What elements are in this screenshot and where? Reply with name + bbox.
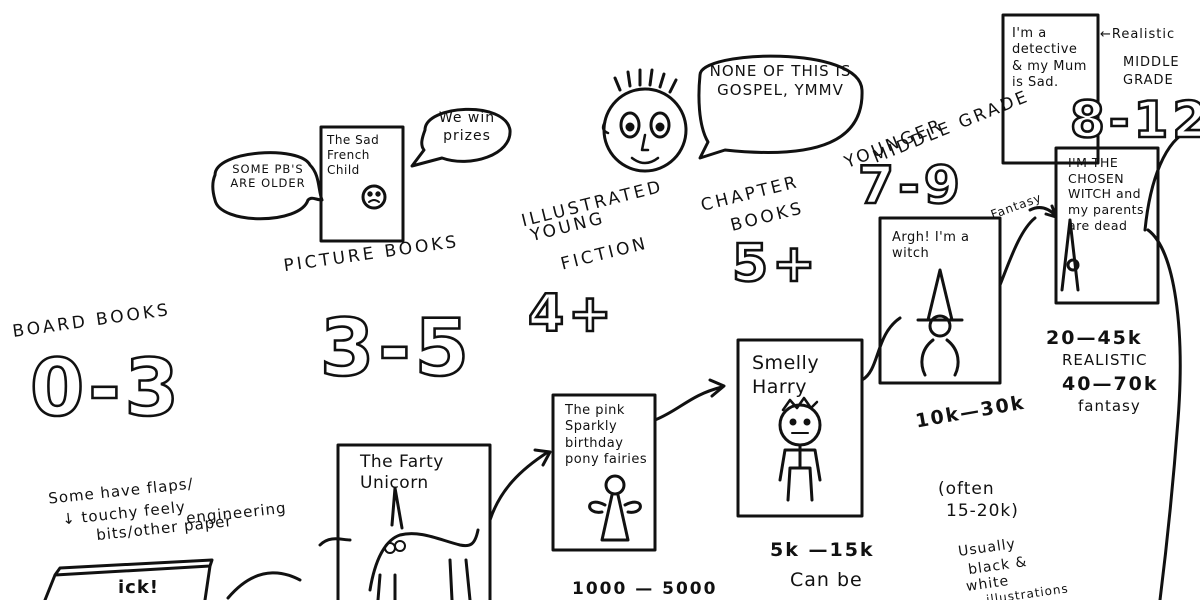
board-book-box [43, 558, 214, 600]
pink-fairies-title: The pink Sparkly birthday pony fairies [565, 403, 648, 467]
chapter-can-be-note: Can be [790, 569, 863, 591]
detective-title: I'm a detective & my Mum is Sad. [1012, 26, 1087, 90]
harry-head [778, 403, 822, 447]
timeline-arrow-2 [533, 448, 552, 467]
illustrated-fiction-age: 4+ [527, 284, 616, 344]
timeline-path-2 [488, 450, 550, 522]
mg-age: 8-12 [1069, 91, 1200, 149]
chosen-witch-title: I'M THE CHOSEN WITCH and my parents are … [1068, 155, 1145, 233]
timeline-path [226, 537, 352, 600]
witch-book-title: Argh! I'm a witch [892, 230, 970, 262]
detective-cover [1001, 13, 1100, 165]
timeline-path-6 [1146, 228, 1182, 600]
realistic-mg-note-1: ←Realistic [1100, 27, 1176, 42]
timeline-path-7 [1143, 128, 1192, 232]
gospel-bubble-outline [697, 54, 864, 160]
witch-drawing [916, 268, 964, 377]
narrator-head [602, 87, 688, 173]
unicorn-drawing [368, 486, 480, 600]
witch-book-cover [878, 216, 1002, 385]
farty-unicorn-cover [336, 443, 492, 600]
prizes-bubble-outline [410, 107, 512, 168]
timeline-path-4 [860, 316, 902, 382]
ymg-often-range: 15-20k) [946, 501, 1019, 521]
iyf-wordcount: 1000 — 5000 [572, 579, 718, 599]
older-bubble-text: SOME PB'S ARE OLDER [230, 162, 306, 191]
board-book-text-fragment: ick! [118, 577, 160, 598]
sad-french-book-cover [319, 125, 405, 243]
chapter-books-age: 5+ [731, 234, 820, 294]
pink-fairies-cover [551, 393, 657, 552]
mg-fantasy-label: fantasy [1078, 397, 1141, 415]
gospel-bubble-text: NONE OF THIS IS GOSPEL, YMMV [709, 62, 852, 99]
timeline-path-3 [653, 385, 724, 422]
chapter-wordcount: 5k —15k [770, 539, 875, 561]
head-hair [613, 68, 678, 94]
fairy-drawing [588, 474, 642, 542]
mg-wordcount-realistic: 20—45k [1046, 327, 1143, 349]
smelly-harry-cover [736, 338, 864, 518]
realistic-mg-note-3: GRADE [1123, 73, 1174, 88]
mg-realistic-label: REALISTIC [1062, 351, 1148, 369]
farty-unicorn-title: The Farty Unicorn [360, 452, 444, 494]
prizes-bubble-text: We win prizes [438, 110, 496, 144]
chosen-witch-cover [1054, 146, 1160, 305]
smelly-harry-title: Smelly Harry [752, 352, 820, 398]
board-books-age: 0-3 [29, 344, 183, 434]
sad-french-title: The Sad French Child [327, 133, 380, 177]
ymg-age: 7-9 [857, 156, 964, 216]
realistic-mg-note-2: MIDDLE [1123, 55, 1180, 70]
picture-books-age: 3-5 [319, 304, 473, 394]
timeline-arrow-3 [708, 378, 726, 398]
timeline-path-5 [998, 216, 1037, 287]
chosen-witch-drawing [1060, 218, 1080, 292]
ymg-often-label: (often [938, 479, 995, 499]
sad-child-face [361, 184, 387, 210]
mg-wordcount-fantasy: 40—70k [1062, 373, 1159, 395]
older-bubble-outline [211, 151, 324, 221]
